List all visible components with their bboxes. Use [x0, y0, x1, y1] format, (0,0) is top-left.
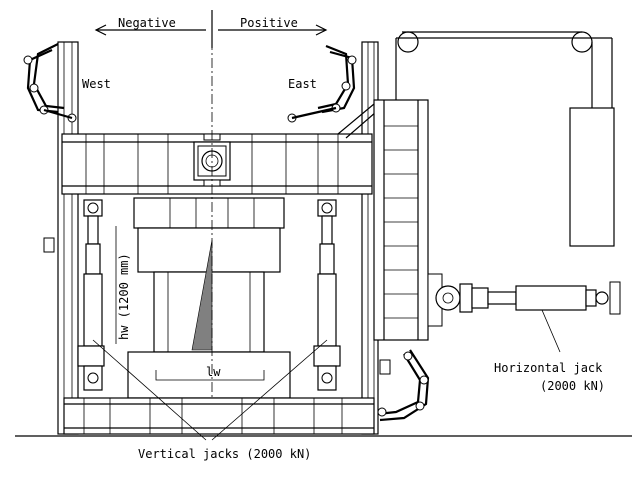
east-lower-linkage — [377, 349, 430, 422]
west-reaction-column — [43, 41, 79, 435]
west-label: West — [82, 77, 111, 91]
east-top-linkage — [287, 44, 357, 123]
horizontal-jack-capacity: (2000 kN) — [540, 379, 605, 393]
positive-arrow-head — [315, 24, 328, 36]
pulley-frame — [395, 31, 615, 247]
lw-label: lw — [206, 365, 221, 379]
diagonal-brace — [337, 103, 377, 139]
east-vertical-jack — [313, 199, 341, 391]
west-column-outer — [57, 41, 79, 435]
negative-arrow-head — [94, 24, 107, 36]
specimen-bottom-stub — [127, 351, 291, 399]
lw-dimension — [155, 370, 265, 381]
actuator-plate — [373, 99, 443, 341]
west-vertical-jack — [77, 199, 105, 391]
positive-label: Positive — [240, 16, 298, 30]
vertical-jacks-label: Vertical jacks (2000 kN) — [138, 447, 311, 461]
top-loading-beam — [61, 133, 373, 195]
east-jack-cylinder — [317, 273, 337, 347]
horizontal-jack-pin-left — [435, 285, 461, 311]
horizontal-jack-label: Horizontal jack — [494, 361, 603, 375]
west-jack-cylinder — [83, 273, 103, 347]
horizontal-jack-cylinder — [515, 285, 587, 311]
negative-label: Negative — [118, 16, 176, 30]
pulley-right — [571, 31, 593, 53]
east-label: East — [288, 77, 317, 91]
wall-specimen — [127, 197, 291, 399]
base-beam — [63, 397, 375, 435]
west-column-bracket — [43, 237, 55, 253]
pulley-left — [397, 31, 419, 53]
horizontal-jack — [435, 281, 621, 353]
west-top-linkage — [23, 43, 77, 123]
horizontal-jack-leader — [541, 309, 561, 353]
specimen-top-stub — [133, 197, 285, 229]
actuator-plate-outer — [373, 99, 429, 341]
horizontal-jack-pin-right — [595, 291, 609, 305]
hw-label: hw (1200 mm) — [117, 253, 131, 340]
vertical-jacks-leaders — [92, 339, 328, 441]
counterweight — [569, 107, 615, 247]
